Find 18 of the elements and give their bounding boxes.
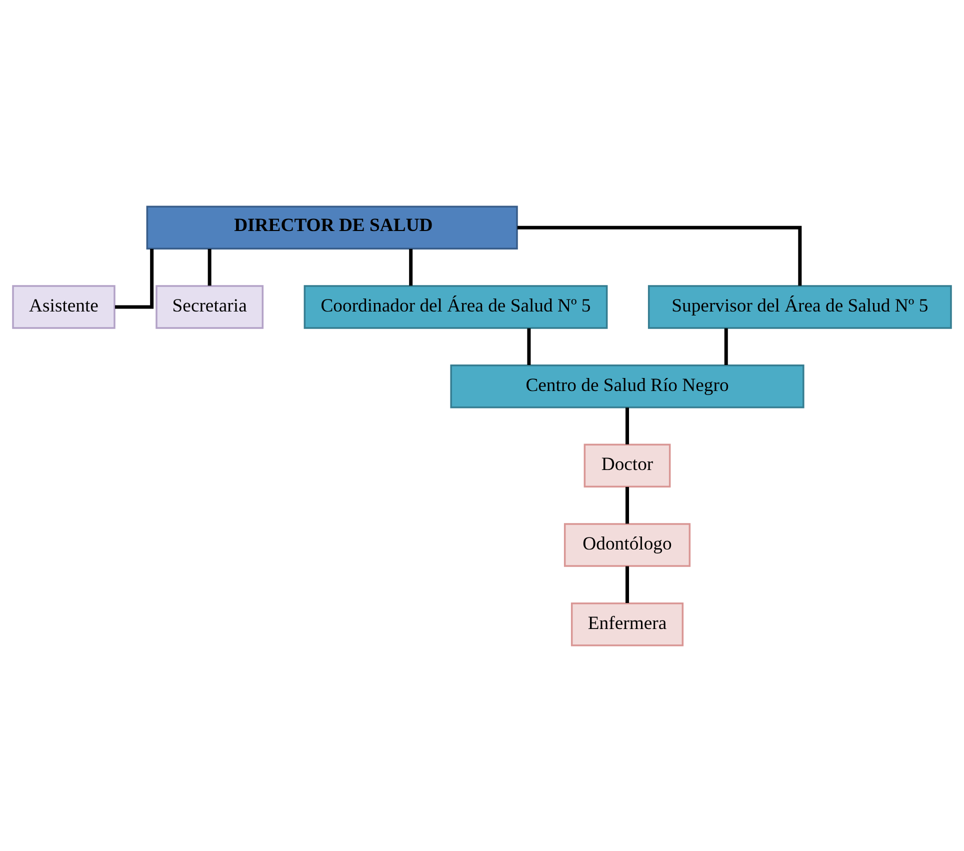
node-box: DIRECTOR DE SALUD bbox=[146, 205, 518, 250]
connector bbox=[527, 328, 531, 365]
node-box: Enfermera bbox=[570, 602, 684, 646]
connector bbox=[409, 248, 413, 286]
node-box: Centro de Salud Río Negro bbox=[450, 364, 804, 408]
node-box: Doctor bbox=[584, 443, 671, 488]
connector bbox=[208, 248, 212, 286]
node-box: Odontólogo bbox=[564, 522, 691, 566]
node-box: Coordinador del Área de Salud Nº 5 bbox=[304, 284, 608, 328]
connector bbox=[517, 225, 802, 286]
connector bbox=[115, 248, 154, 308]
node-box: Secretaria bbox=[156, 284, 264, 328]
node-box: Asistente bbox=[12, 284, 116, 328]
node-box: Supervisor del Área de Salud Nº 5 bbox=[648, 284, 952, 328]
connector bbox=[626, 407, 629, 444]
connector bbox=[724, 328, 728, 365]
connector bbox=[626, 486, 629, 524]
connector bbox=[626, 566, 629, 603]
